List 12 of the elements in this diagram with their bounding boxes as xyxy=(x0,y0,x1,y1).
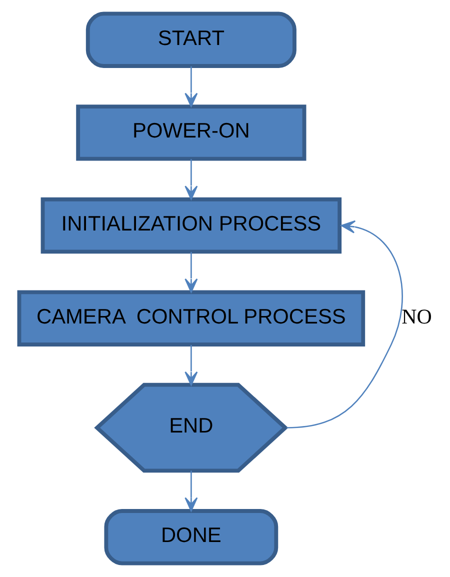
node-box: POWER-ON xyxy=(76,104,306,161)
node-box: CAMERA CONTROL PROCESS xyxy=(16,290,365,346)
arrow xyxy=(184,344,198,386)
arrow xyxy=(184,159,198,200)
arrow xyxy=(286,220,402,428)
edge-label: NO xyxy=(401,304,432,328)
node-box: DONE xyxy=(104,509,278,566)
node-box: START xyxy=(85,12,296,68)
arrow xyxy=(184,470,198,512)
arrow xyxy=(184,66,198,108)
node-box: INITIALIZATION PROCESS xyxy=(40,197,342,254)
arrow xyxy=(184,252,198,293)
